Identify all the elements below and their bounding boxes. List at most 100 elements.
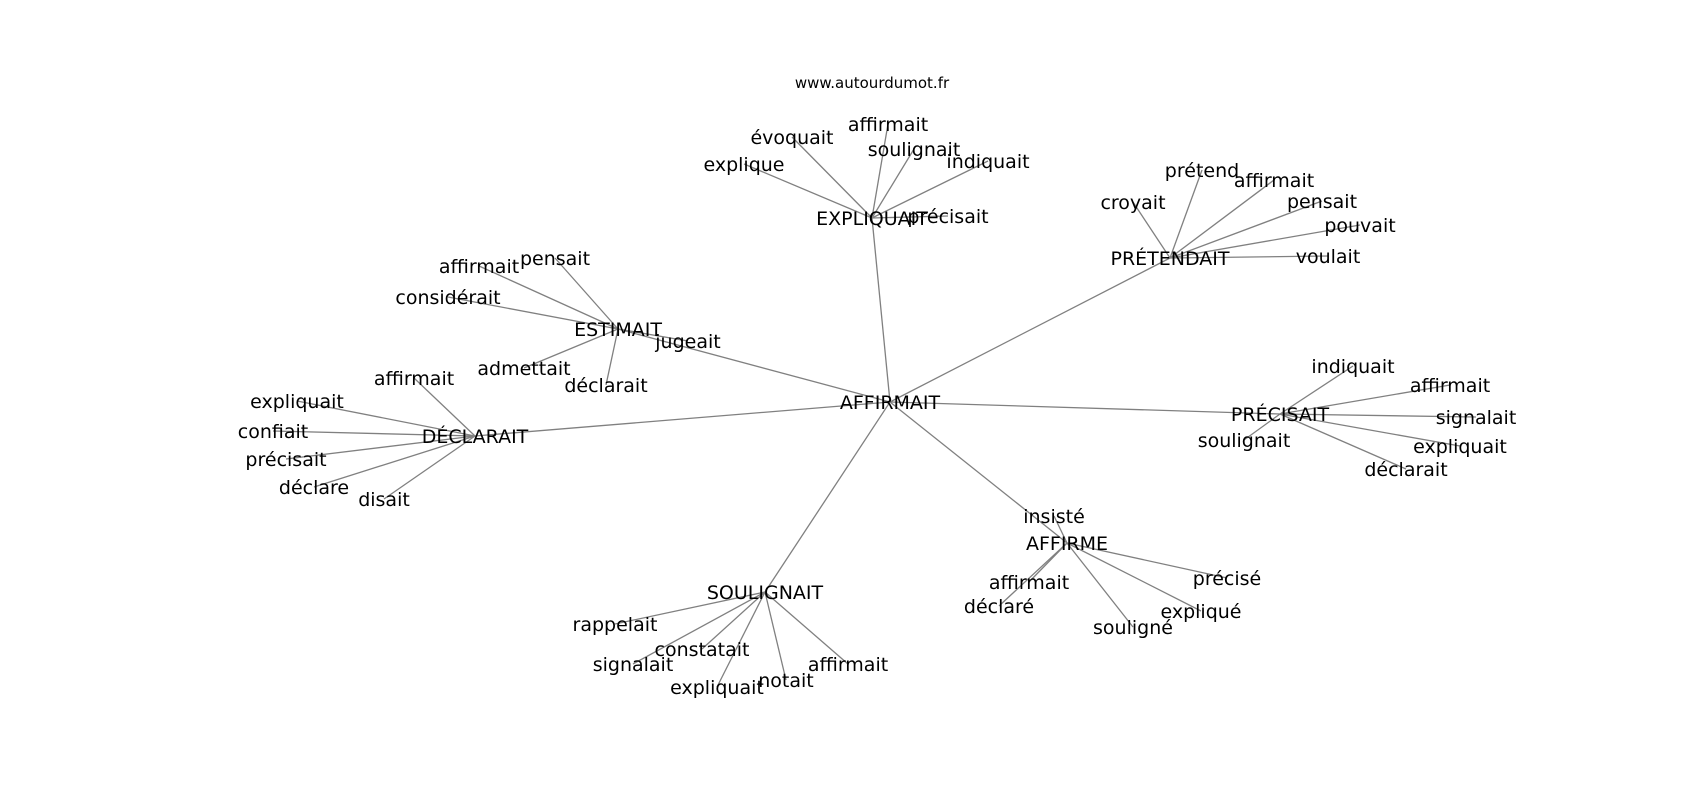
edge-pretendait-croyait	[1132, 201, 1171, 259]
edge-soulignait-rappelait	[614, 591, 766, 625]
leaf-word-expliquait-explique: explique	[703, 154, 784, 176]
edge-precisait-affirmait	[1279, 384, 1451, 415]
leaf-word-affirme-precise: précisé	[1193, 568, 1261, 590]
edge-estimait-affirmait	[478, 265, 619, 330]
leaf-word-precisait-indiquait: indiquait	[1311, 356, 1394, 378]
edge-affirme-declare	[998, 542, 1068, 607]
leaf-word-declarait-expliquait: expliquait	[250, 391, 344, 413]
leaf-word-expliquait-evoquait: évoquait	[750, 127, 833, 149]
leaf-word-expliquait-soulignait: soulignait	[868, 139, 961, 161]
edge-expliquait-precisait	[871, 215, 949, 219]
source-url: www.autourdumot.fr	[795, 74, 950, 92]
edge-center-affirme	[889, 401, 1068, 544]
edge-affirme-insiste	[1053, 515, 1068, 544]
edge-estimait-pensait	[554, 257, 619, 330]
edge-center-precisait	[889, 401, 1281, 415]
leaf-word-precisait-signalait: signalait	[1436, 407, 1517, 429]
leaf-word-estimait-admettait: admettait	[477, 358, 570, 380]
leaf-word-pretendait-pretend: prétend	[1165, 160, 1239, 182]
leaf-word-estimait-affirmait: affirmait	[439, 256, 519, 278]
leaf-word-soulignait-expliquait: expliquait	[670, 677, 764, 699]
hub-word-expliquait: EXPLIQUAIT	[816, 208, 928, 230]
edge-expliquait-affirmait	[871, 123, 889, 219]
leaf-word-declarait-confiait: confiait	[238, 421, 308, 443]
edge-declarait-affirmait	[413, 377, 476, 437]
edge-center-soulignait	[764, 401, 891, 593]
edge-estimait-declarait	[605, 328, 619, 386]
leaf-word-affirme-declare: déclaré	[964, 596, 1034, 618]
leaf-word-soulignait-affirmait: affirmait	[808, 654, 888, 676]
edge-estimait-admettait	[523, 328, 619, 369]
leaf-word-affirme-explique: expliqué	[1160, 601, 1241, 623]
edge-declarait-expliquait	[296, 400, 476, 437]
edge-affirme-souligne	[1066, 542, 1134, 628]
edge-pretendait-pouvait	[1169, 224, 1361, 259]
hub-word-estimait: ESTIMAIT	[574, 319, 662, 341]
leaf-word-declarait-precisait: précisait	[245, 449, 326, 471]
edge-precisait-expliquait	[1279, 413, 1461, 447]
leaf-word-affirme-affirmait: affirmait	[989, 572, 1069, 594]
leaf-word-soulignait-rappelait: rappelait	[573, 614, 658, 636]
edge-precisait-declarait	[1279, 413, 1407, 470]
edge-affirme-precise	[1066, 542, 1228, 579]
leaf-word-expliquait-precisait: précisait	[907, 206, 988, 228]
leaf-word-affirme-insiste: insisté	[1023, 506, 1085, 528]
edge-declarait-declare	[313, 435, 476, 488]
edge-soulignait-constatait	[701, 591, 766, 650]
leaf-word-declarait-disait: disait	[358, 489, 410, 511]
center-word: AFFIRMAIT	[840, 392, 941, 414]
edge-pretendait-voulait	[1169, 255, 1329, 259]
edge-soulignait-affirmait	[764, 591, 849, 665]
graph-edges	[272, 123, 1477, 688]
hub-word-affirme: AFFIRME	[1026, 533, 1108, 555]
leaf-word-soulignait-notait: notait	[758, 670, 814, 692]
leaf-word-expliquait-affirmait: affirmait	[848, 114, 928, 136]
edge-precisait-soulignait	[1243, 413, 1281, 441]
leaf-word-soulignait-constatait: constatait	[655, 639, 750, 661]
hub-word-precisait: PRÉCISAIT	[1231, 403, 1330, 426]
hub-word-pretendait: PRÉTENDAIT	[1111, 247, 1230, 270]
edge-expliquait-indiquait	[871, 160, 989, 219]
leaf-word-estimait-jugeait: jugeait	[654, 331, 720, 353]
leaf-word-pretendait-affirmait: affirmait	[1234, 170, 1314, 192]
edge-pretendait-pretend	[1169, 169, 1203, 259]
edge-center-declarait	[474, 401, 891, 437]
edge-declarait-precisait	[285, 435, 476, 460]
edge-expliquait-evoquait	[791, 136, 873, 219]
edge-center-pretendait	[889, 257, 1171, 403]
leaf-word-precisait-declarait: déclarait	[1364, 459, 1447, 481]
edge-estimait-considerait	[447, 296, 619, 330]
leaf-word-estimait-declarait: déclarait	[564, 375, 647, 397]
leaf-word-precisait-soulignait: soulignait	[1198, 430, 1291, 452]
edge-center-estimait	[617, 328, 891, 403]
leaf-word-estimait-pensait: pensait	[520, 248, 590, 270]
leaf-word-expliquait-indiquait: indiquait	[946, 151, 1029, 173]
leaf-word-pretendait-voulait: voulait	[1296, 246, 1361, 268]
leaf-word-pretendait-pouvait: pouvait	[1324, 215, 1395, 237]
edge-pretendait-pensait	[1169, 200, 1323, 259]
edge-declarait-confiait	[272, 430, 476, 437]
edge-declarait-disait	[383, 435, 476, 500]
edge-expliquait-soulignait	[871, 148, 915, 219]
edge-pretendait-affirmait	[1169, 179, 1275, 259]
leaf-word-precisait-affirmait: affirmait	[1410, 375, 1490, 397]
edge-precisait-signalait	[1279, 413, 1477, 418]
edge-expliquait-explique	[743, 163, 873, 219]
graph-labels: AFFIRMAIT EXPLIQUAIT évoquait affirmait soul…	[238, 114, 1517, 699]
edge-soulignait-notait	[764, 591, 787, 681]
edge-precisait-indiquait	[1279, 365, 1354, 415]
leaf-word-declarait-affirmait: affirmait	[374, 368, 454, 390]
edge-affirme-explique	[1066, 542, 1202, 612]
edge-soulignait-signalait	[632, 591, 766, 665]
leaf-word-pretendait-pensait: pensait	[1287, 191, 1357, 213]
leaf-word-affirme-souligne: souligné	[1093, 617, 1173, 639]
hub-word-soulignait: SOULIGNAIT	[707, 582, 824, 604]
hub-word-declarait: DÉCLARAIT	[422, 425, 529, 448]
leaf-word-pretendait-croyait: croyait	[1100, 192, 1165, 214]
leaf-word-declarait-declare: déclare	[279, 477, 349, 499]
edge-soulignait-expliquait	[716, 591, 766, 688]
edge-center-expliquait	[871, 217, 891, 403]
edge-estimait-jugeait	[617, 328, 689, 342]
leaf-word-estimait-considerait: considérait	[395, 287, 500, 309]
